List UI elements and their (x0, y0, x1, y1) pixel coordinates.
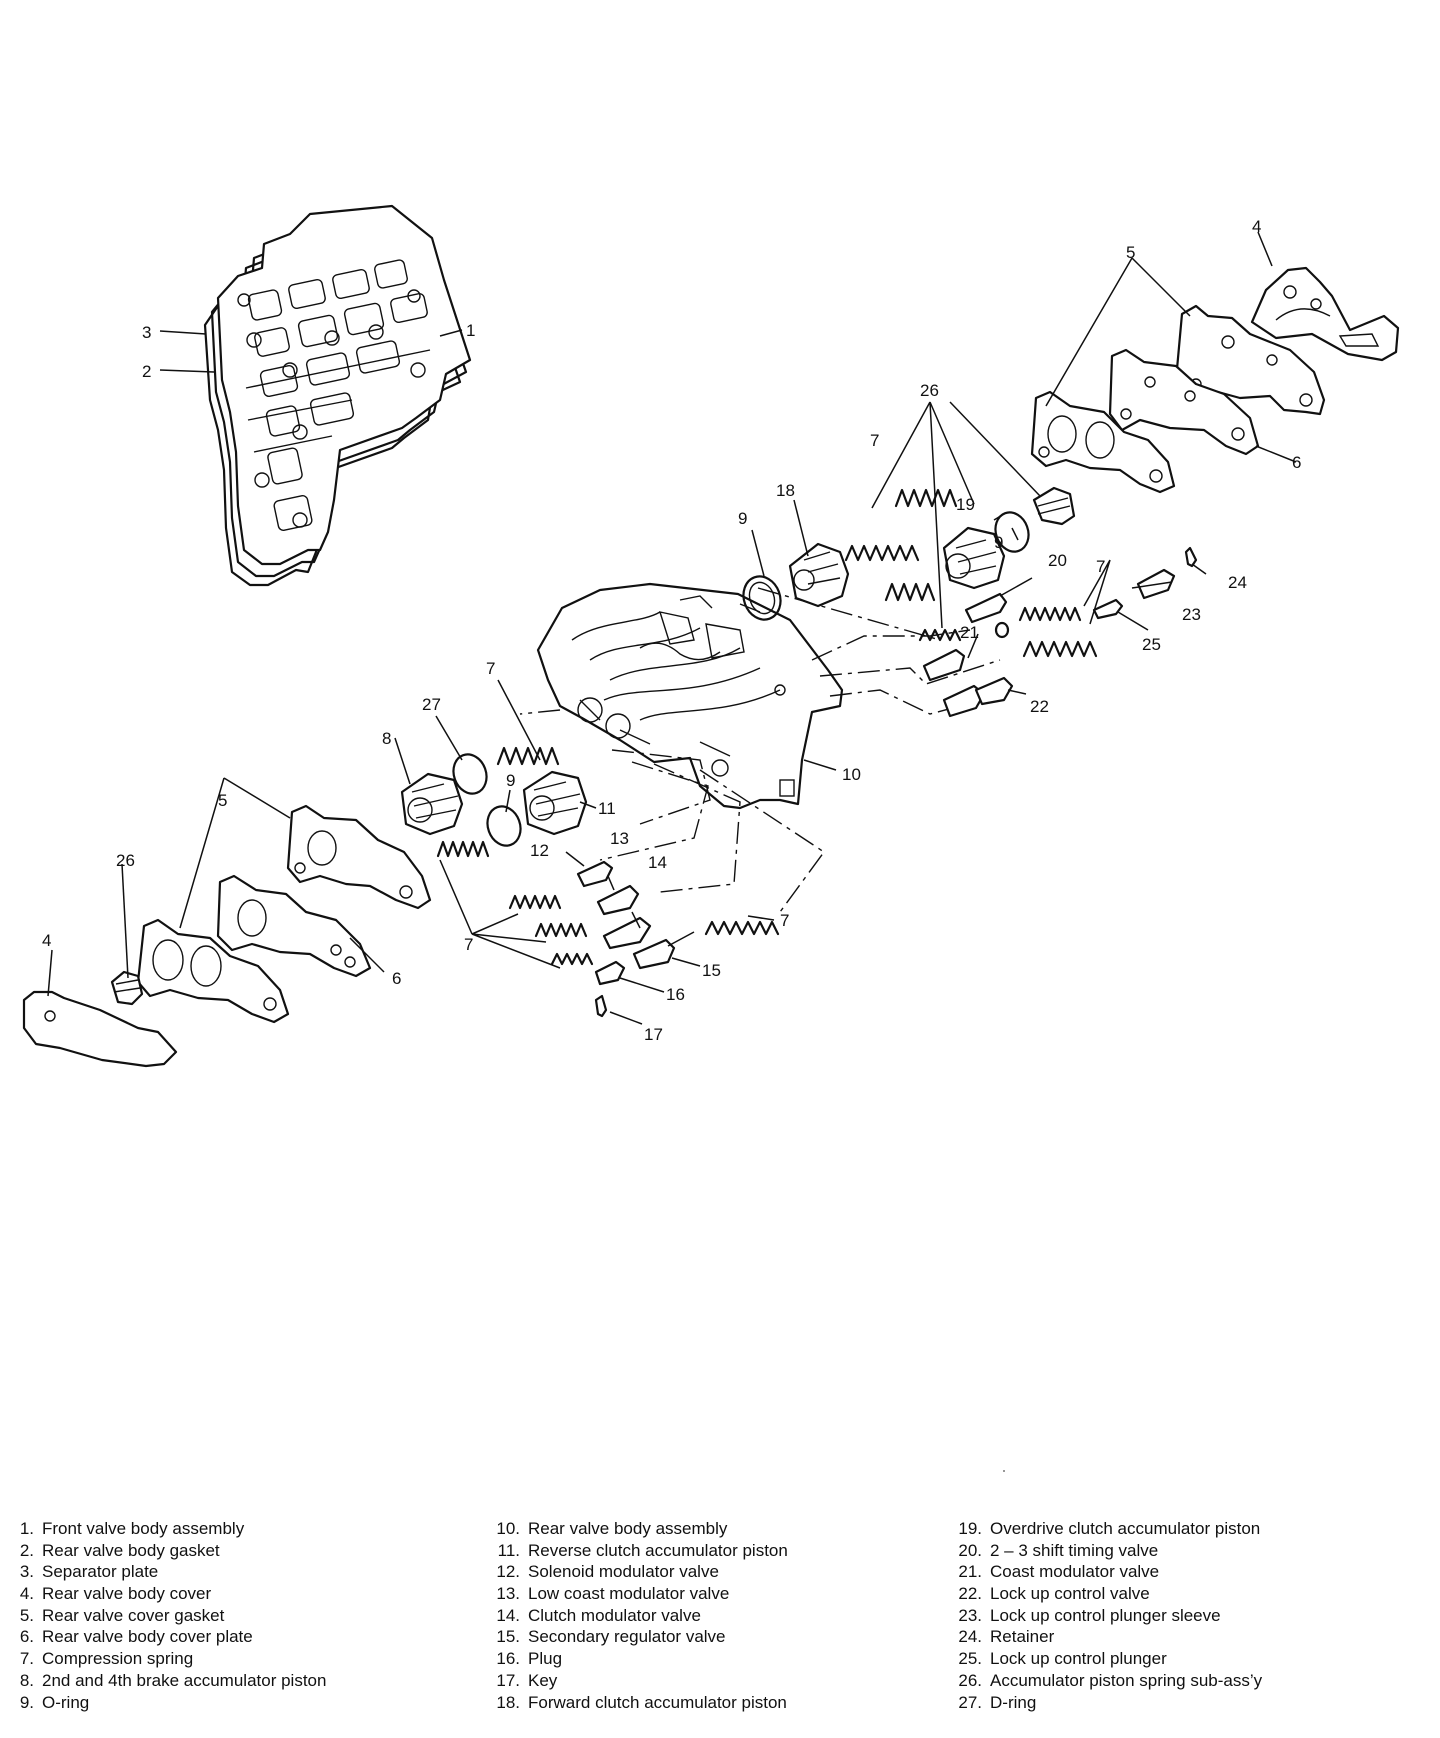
compression-spring-l3 (534, 922, 588, 938)
compression-spring-l4 (550, 952, 594, 966)
left-cover-stack (22, 804, 432, 1068)
callout-12: 12 (530, 841, 549, 860)
callout-16: 16 (666, 985, 685, 1004)
callout-7-top: 7 (870, 431, 879, 450)
callout-4-left: 4 (42, 931, 51, 950)
compression-spring-r1 (1018, 606, 1082, 622)
callout-5-left: 5 (218, 791, 227, 810)
callout-7-lower: 7 (780, 911, 789, 930)
callout-5-right: 5 (1126, 243, 1135, 262)
brake-accumulator-piston (400, 772, 464, 836)
callout-11: 11 (598, 799, 616, 818)
callout-27: 27 (422, 695, 441, 714)
right-cluster (742, 486, 1198, 718)
callout-19: 19 (956, 495, 975, 514)
rear-valve-body-cover-left (22, 990, 178, 1068)
callout-9-top: 9 (738, 509, 747, 528)
clutch-modulator-valve (602, 916, 652, 950)
accumulator-spring-right (1032, 486, 1076, 526)
callout-9-left: 9 (506, 771, 515, 790)
callout-13: 13 (610, 829, 629, 848)
callout-22: 22 (1030, 697, 1049, 716)
solenoid-modulator-valve (576, 860, 614, 888)
callout-9-right: 9 (994, 533, 1003, 552)
compression-spring-l2 (508, 894, 562, 910)
callout-24: 24 (1228, 573, 1247, 592)
lock-up-control-plunger (1092, 598, 1124, 620)
o-ring-9b (994, 511, 1030, 553)
compression-spring-l5 (704, 920, 780, 936)
right-cover-stack (1030, 266, 1400, 494)
callout-8: 8 (382, 729, 391, 748)
callout-10: 10 (842, 765, 861, 784)
callout-18: 18 (776, 481, 795, 500)
callout-labels: 1 2 3 4 4 5 5 6 6 7 7 7 7 7 8 9 9 9 10 1… (42, 217, 1301, 1044)
callout-6-left: 6 (392, 969, 401, 988)
low-coast-modulator-valve (596, 884, 640, 916)
callout-20: 20 (1048, 551, 1067, 570)
callout-17: 17 (644, 1025, 663, 1044)
front-valve-body (216, 204, 472, 566)
exploded-valve-body-diagram: 1 2 3 4 4 5 5 6 6 7 7 7 7 7 8 9 9 9 10 1… (22, 204, 1400, 1472)
callout-7-left: 7 (464, 935, 473, 954)
left-cluster (400, 746, 780, 1018)
front-valve-body-assembly (203, 204, 472, 587)
forward-clutch-piston (788, 542, 850, 608)
o-ring-9c (486, 805, 522, 847)
callout-25: 25 (1142, 635, 1161, 654)
callout-7-right: 7 (1096, 557, 1105, 576)
key (594, 994, 608, 1018)
rear-valve-body-cover-plate-right (1108, 348, 1260, 456)
plug (594, 960, 626, 986)
callout-2: 2 (142, 362, 151, 381)
callout-14: 14 (648, 853, 667, 872)
secondary-regulator-valve (632, 938, 676, 970)
callout-23: 23 (1182, 605, 1201, 624)
assembly-guide-lines (519, 587, 1001, 913)
coast-modulator-valve (922, 648, 966, 682)
rear-valve-body-assembly (536, 582, 844, 810)
leader-lines (47, 231, 1297, 1025)
parts-legend: 1.Front valve body assembly 2.Rear valve… (19, 1519, 1263, 1712)
callout-3: 3 (142, 323, 151, 342)
rear-valve-cover-gasket-left-front (136, 918, 290, 1024)
callout-15: 15 (702, 961, 721, 980)
compression-spring-l-top (496, 746, 560, 766)
shift-timing-valve (964, 592, 1008, 624)
callout-7-mid: 7 (486, 659, 495, 678)
callout-4-right: 4 (1252, 217, 1261, 236)
callout-26-right: 26 (920, 381, 939, 400)
d-ring (452, 753, 488, 795)
callout-6-right: 6 (1292, 453, 1301, 472)
overdrive-clutch-piston (942, 526, 1006, 590)
reverse-clutch-piston (522, 770, 588, 836)
callout-1: 1 (466, 321, 475, 340)
rear-valve-body (536, 582, 844, 810)
retainer (1184, 546, 1198, 568)
compression-spring-l1 (436, 840, 490, 858)
rear-body-passages (571, 595, 795, 797)
compression-spring-r2 (1022, 640, 1098, 658)
front-body-passages (237, 259, 431, 531)
lock-up-control-valve (942, 676, 1014, 718)
o-ring-9a (742, 575, 782, 621)
compression-springs-top (844, 488, 962, 642)
scan-speck (1003, 1470, 1005, 1472)
callout-26-left: 26 (116, 851, 135, 870)
callout-21: 21 (960, 623, 979, 642)
